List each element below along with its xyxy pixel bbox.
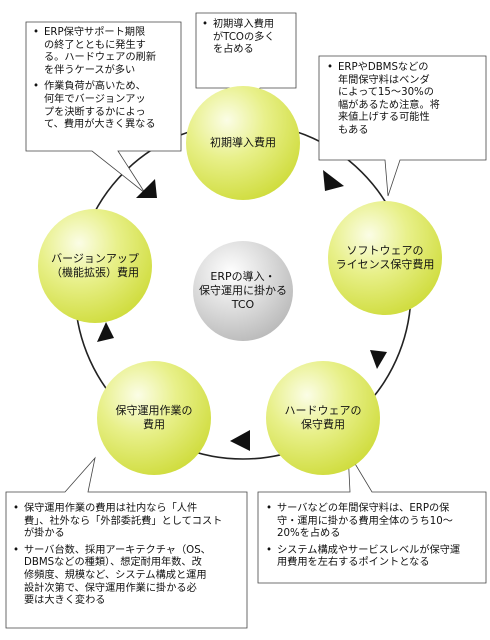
callout-upgrade-item: 作業負荷が高いため、 何年でバージョンアッ プを決断するかによっ て、費用が大き… xyxy=(32,81,182,131)
callout-hardware-item: サーバなどの年間保守料は、ERPの保 守・運用に掛かる費用全体のうち10～ 20… xyxy=(265,503,487,541)
callout-hardware-item: システム構成やサービスレベルが保守運 用費用を左右するポイントとなる xyxy=(265,545,487,570)
arrow-license-to-hardware xyxy=(370,350,387,369)
node-upgrade-cost xyxy=(38,209,152,323)
center-tco-node xyxy=(193,241,293,341)
arrow-hardware-to-operation xyxy=(230,430,250,451)
callout-license: ERPやDBMSなどの 年間保守料はベンダ によって15～30%の 幅があるため… xyxy=(326,62,486,142)
callout-upgrade-item: ERP保守サポート期限 の終了とともに発生す る。ハードウェアの刷新 を伴うケー… xyxy=(32,27,182,77)
callout-initial: 初期導入費用 がTCOの多く を占める xyxy=(201,19,297,61)
callout-operation: 保守運用作業の費用は社内なら「人件 費」、社外なら「外部委託費」としてコスト が… xyxy=(12,503,248,612)
arrow-initial-to-license xyxy=(323,170,344,191)
arrow-operation-to-upgrade xyxy=(97,322,114,342)
callout-hardware: サーバなどの年間保守料は、ERPの保 守・運用に掛かる費用全体のうち10～ 20… xyxy=(265,503,487,574)
node-license-maintenance xyxy=(328,201,442,315)
node-operation-label: 保守運用作業の 費用 xyxy=(115,404,193,431)
node-hardware-label: ハードウェアの 保守費用 xyxy=(284,404,362,431)
arrow-upgrade-to-initial xyxy=(136,179,157,198)
callout-initial-item: 初期導入費用 がTCOの多く を占める xyxy=(201,19,297,57)
node-initial-label: 初期導入費用 xyxy=(210,136,276,149)
callout-license-item: ERPやDBMSなどの 年間保守料はベンダ によって15～30%の 幅があるため… xyxy=(326,62,486,138)
node-license-label: ソフトウェアの ライセンス保守費用 xyxy=(335,244,435,271)
callout-upgrade: ERP保守サポート期限 の終了とともに発生す る。ハードウェアの刷新 を伴うケー… xyxy=(32,27,182,136)
center-tco-label: ERPの導入・ 保守運用に掛かる TCO xyxy=(199,270,287,311)
callout-operation-item: 保守運用作業の費用は社内なら「人件 費」、社外なら「外部委託費」としてコスト が… xyxy=(12,503,248,541)
node-upgrade-label: バージョンアップ （機能拡張）費用 xyxy=(51,252,139,279)
node-hardware-maintenance xyxy=(266,361,380,475)
callout-operation-item: サーバ台数、採用アーキテクチャ（OS、 DBMSなどの種類）、想定耐用年数、改 … xyxy=(12,545,248,608)
node-initial-cost xyxy=(186,86,300,200)
node-operation-cost xyxy=(97,361,211,475)
